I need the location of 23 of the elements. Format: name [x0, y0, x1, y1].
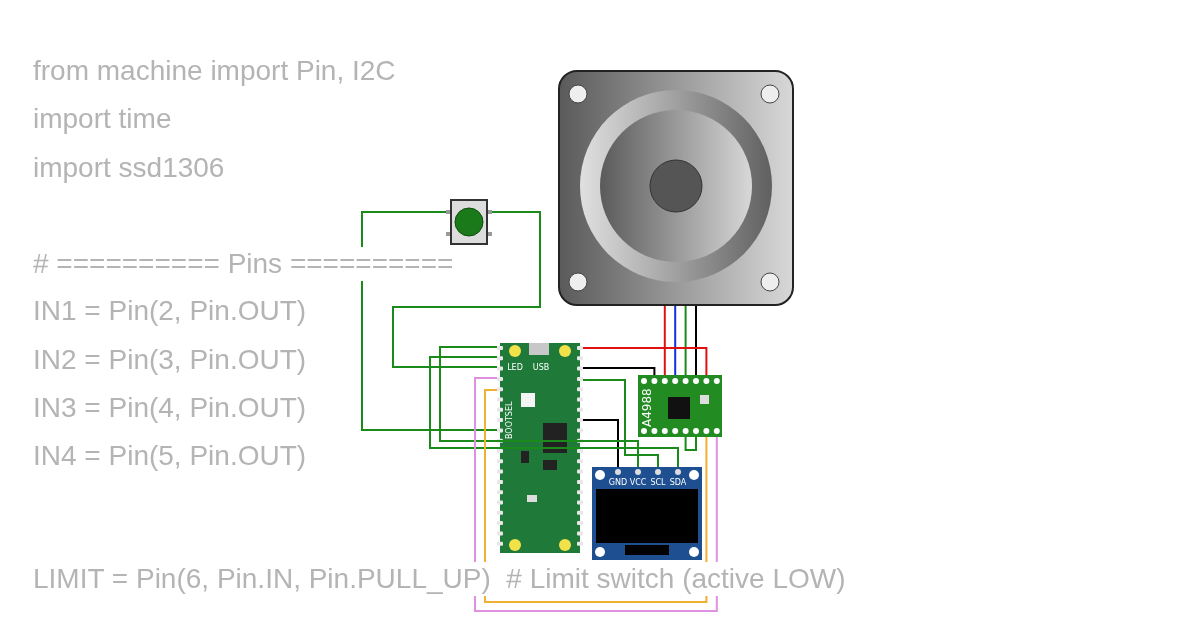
part-label: A4988 [640, 388, 654, 427]
pin-label: BOOTSEL [505, 401, 514, 439]
wire [684, 436, 697, 451]
pin-label: SDA [669, 478, 687, 487]
wire [484, 389, 708, 603]
wire [684, 305, 687, 376]
wire [582, 419, 619, 468]
wire [695, 305, 697, 376]
wire [663, 305, 666, 376]
wire [582, 367, 656, 376]
wire [392, 211, 541, 368]
wire [582, 347, 708, 376]
pin-label: VCC [629, 478, 647, 487]
pin-label: LED [507, 363, 523, 372]
wire [582, 379, 659, 468]
wire [361, 211, 498, 431]
wire [429, 356, 679, 468]
wire [439, 346, 639, 468]
pin-label: USB [532, 363, 550, 372]
wire [474, 377, 718, 612]
pin-label: GND [608, 478, 628, 487]
pin-label: SCL [650, 478, 666, 487]
wire [674, 305, 677, 376]
